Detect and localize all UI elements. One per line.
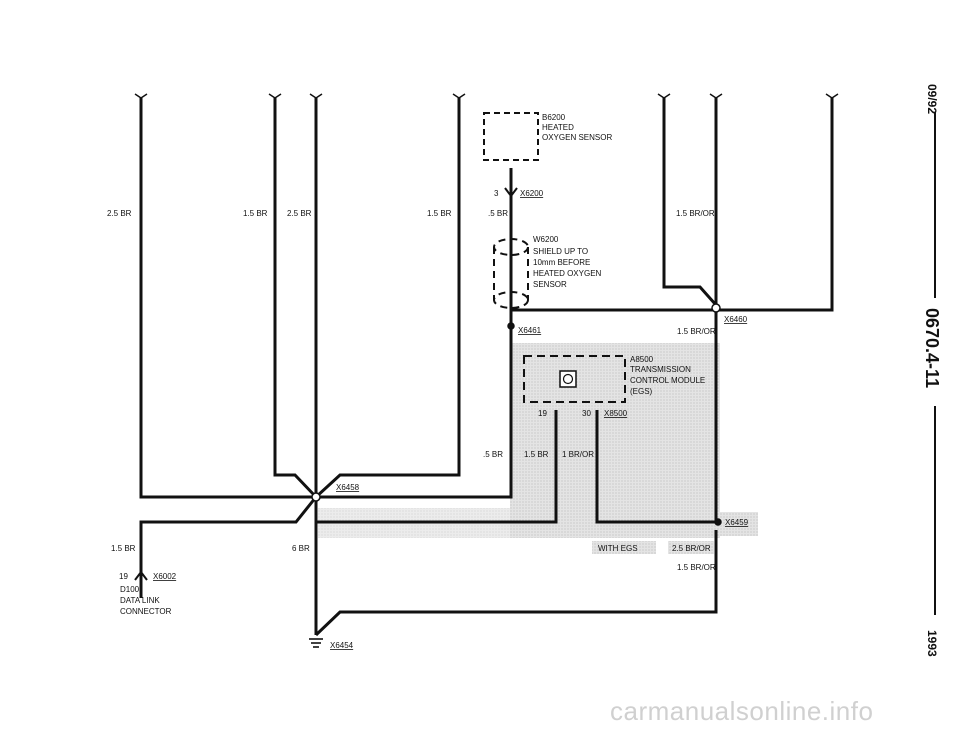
egs-shaded-area [510,343,720,538]
splices [311,303,722,526]
wire-1-5-br-right [314,98,461,499]
control-module-icon-dial [562,373,574,385]
x6459-label: X6459 [725,518,749,527]
wire-label-w2: 1.5 BR [243,209,268,218]
wires [139,98,834,637]
control-module-line3: (EGS) [630,387,653,396]
control-module-icon [559,370,577,388]
wire-label-w12: 6 BR [292,544,310,553]
x8500-label: X8500 [604,409,628,418]
oxygen-sensor-line2: OXYGEN SENSOR [542,133,612,142]
shield-line3: HEATED OXYGEN [533,269,602,278]
wire-1-5-br [273,98,318,499]
control-module-line2: CONTROL MODULE [630,376,705,385]
splice-x6458 [311,492,321,502]
shield-outline [493,238,529,309]
watermark: carmanualsonline.info [610,696,874,726]
with-egs-shaded-box [592,541,656,554]
control-module-id: A8500 [630,355,654,364]
wire-1-5-br-or-a [662,98,718,306]
x6002-pin: 19 [119,572,128,581]
page-year: 1993 [925,630,939,657]
wire-data-link [139,496,318,598]
x6002-connector-icon [134,570,148,581]
shield-line2: 10mm BEFORE [533,258,590,267]
wire-egs-19 [316,410,558,524]
wire-label-w10: 1 BR/OR [562,450,594,459]
x6200-pin: 3 [494,189,499,198]
data-link-id: D100 [120,585,140,594]
ground-icon [309,638,323,648]
x6200-pin-icon [504,187,518,198]
splice-x6460 [711,303,721,313]
shield-id: W6200 [533,235,559,244]
data-link-line1: DATA LINK [120,596,160,605]
x6460-label: X6460 [724,315,748,324]
x6459-shaded-tab [720,512,758,536]
oxygen-sensor-id: B6200 [542,113,566,122]
x8500-pin-b: 30 [582,409,591,418]
wire-label-w6: 1.5 BR/OR [676,209,715,218]
wire-right-feed [716,98,834,312]
wire-label-w3: 2.5 BR [287,209,312,218]
wire-ground-return [314,530,718,637]
wire-label-w8: .5 BR [483,450,503,459]
x6454-label: X6454 [330,641,354,650]
variant-label: WITH EGS [598,544,638,553]
wire-label-w11: 1.5 BR [111,544,136,553]
wire-continuation-marks [134,93,839,99]
x6002-label: X6002 [153,572,177,581]
wire-o2-sensor [316,168,513,499]
wire-label-shaded-box [668,541,714,554]
shield-line4: SENSOR [533,280,567,289]
splice-x6459 [714,518,722,526]
oxygen-sensor-line1: HEATED [542,123,574,132]
x6458-label: X6458 [336,483,360,492]
data-link-line2: CONNECTOR [120,607,172,616]
shield-line1: SHIELD UP TO [533,247,588,256]
wire-label-w5: .5 BR [488,209,508,218]
wire-2-5-br-left [139,98,316,499]
wire-label-w9: 1.5 BR [524,450,549,459]
splice-x6461 [507,322,515,330]
wire-label-w7: 1.5 BR/OR [677,327,716,336]
wire-label-w14: 1.5 BR/OR [677,563,716,572]
page-code: 0670.4-11 [922,308,942,388]
x6200-label: X6200 [520,189,544,198]
x8500-pin-a: 19 [538,409,547,418]
x6461-label: X6461 [518,326,542,335]
control-module-line1: TRANSMISSION [630,365,691,374]
oxygen-sensor-box [483,112,539,161]
wire-egs-30 [595,410,720,524]
wire-label-w4: 1.5 BR [427,209,452,218]
page-date: 09/92 [925,84,939,114]
control-module-box [523,355,626,403]
wire-label-w13: 2.5 BR/OR [672,544,711,553]
wire-label-w1: 2.5 BR [107,209,132,218]
